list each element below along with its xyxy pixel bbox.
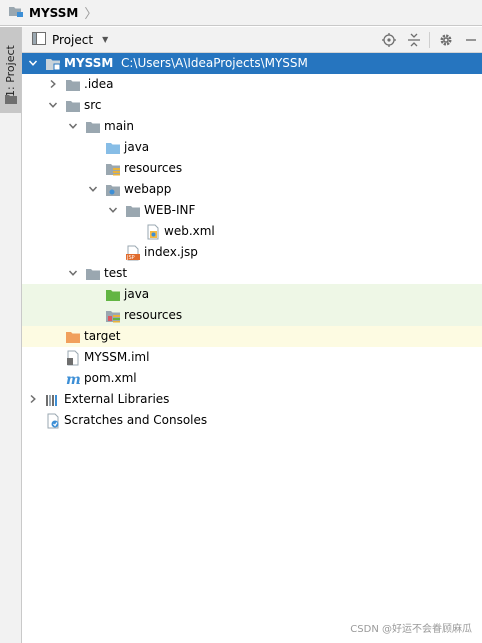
folder-icon [125,203,141,218]
breadcrumb-project-name[interactable]: MYSSM [29,5,79,20]
source-root-icon [105,140,121,155]
tree-row-test-java[interactable]: java [22,284,482,305]
svg-text:m: m [66,372,81,387]
project-view-icon [32,31,46,48]
hide-minus-icon[interactable] [460,29,482,51]
folder-icon [85,266,101,281]
tree-row-label: target [84,329,121,343]
tree-row-src[interactable]: src [22,95,482,116]
tree-row-web-inf[interactable]: WEB-INF [22,200,482,221]
tree-row-label: pom.xml [84,371,137,385]
tree-row-label: index.jsp [144,245,198,259]
gear-icon[interactable] [435,29,457,51]
tree-row-label: resources [124,308,183,322]
maven-file-icon: m [65,371,81,387]
breadcrumb: MYSSM 〉 [0,0,482,26]
chevron-down-icon: ▼ [102,35,109,44]
excluded-folder-icon [65,329,81,344]
web-folder-icon [105,182,121,197]
locate-icon[interactable] [378,29,400,51]
tool-window-strip: 1: Project [0,27,22,643]
breadcrumb-chevron-icon: 〉 [84,7,98,22]
tree-row-label: WEB-INF [144,203,196,217]
tree-row-label: webapp [124,182,172,196]
tree-row-label: java [124,140,150,154]
tree-row-label: src [84,98,102,112]
tree-row-index-jsp[interactable]: JSP index.jsp [22,242,482,263]
tree-row-external-libraries[interactable]: External Libraries [22,389,482,410]
chevron-down-icon[interactable] [88,184,98,194]
collapse-all-icon[interactable] [403,29,425,51]
jsp-file-icon: JSP [125,245,141,261]
chevron-down-icon[interactable] [108,205,118,215]
tree-row-web-xml[interactable]: web.xml [22,221,482,242]
scratches-icon [45,413,61,428]
chevron-down-icon[interactable] [48,100,58,110]
xml-file-icon [145,224,161,239]
tree-row-main-resources[interactable]: resources [22,158,482,179]
tree-row-main-java[interactable]: java [22,137,482,158]
tree-row-myssm-iml[interactable]: MYSSM.iml [22,347,482,368]
project-tool-tab[interactable]: 1: Project [0,27,21,113]
tree-row-label: MYSSM [64,56,114,70]
tree-row-label: web.xml [164,224,215,238]
tree-row-label: java [124,287,150,301]
tree-row-test-resources[interactable]: resources [22,305,482,326]
test-source-root-icon [105,287,121,302]
tree-row-main[interactable]: main [22,116,482,137]
tree-row-label: MYSSM.iml [84,350,150,364]
project-view-label: Project [52,32,94,47]
tree-row-label: main [104,119,134,133]
project-path: C:\Users\A\IdeaProjects\MYSSM [121,56,308,70]
resources-root-icon [105,161,121,176]
folder-icon [65,77,81,92]
tree-row-target[interactable]: target [22,326,482,347]
libraries-icon [45,392,61,407]
iml-file-icon [65,350,81,365]
tree-row-label: resources [124,161,183,175]
folder-icon [65,98,81,113]
tree-row-idea[interactable]: .idea [22,74,482,95]
header-divider [429,32,430,48]
svg-text:JSP: JSP [126,255,135,261]
tree-row-test[interactable]: test [22,263,482,284]
chevron-right-icon[interactable] [28,394,38,404]
folder-icon [85,119,101,134]
project-tool-tab-label: 1: Project [4,45,17,97]
watermark: CSDN @好运不会眷顾麻瓜 [350,624,472,635]
chevron-down-icon[interactable] [68,121,78,131]
project-view-dropdown[interactable]: Project ▼ [32,31,109,48]
chevron-right-icon[interactable] [48,79,58,89]
tree-row-webapp[interactable]: webapp [22,179,482,200]
folder-icon [5,93,17,107]
project-tree: MYSSM C:\Users\A\IdeaProjects\MYSSM .idea s… [22,53,482,643]
tree-row-label: test [104,266,128,280]
tree-row-label: .idea [84,77,114,91]
tree-row-scratches[interactable]: Scratches and Consoles [22,410,482,431]
chevron-down-icon[interactable] [28,58,38,68]
tree-row-label: External Libraries [64,392,170,406]
module-folder-icon [45,56,61,71]
tree-row-label: Scratches and Consoles [64,413,208,427]
module-icon [8,4,24,21]
chevron-down-icon[interactable] [68,268,78,278]
tree-row-root[interactable]: MYSSM C:\Users\A\IdeaProjects\MYSSM [22,53,482,74]
project-tool-window-header: Project ▼ [22,27,482,53]
test-resources-root-icon [105,308,121,323]
